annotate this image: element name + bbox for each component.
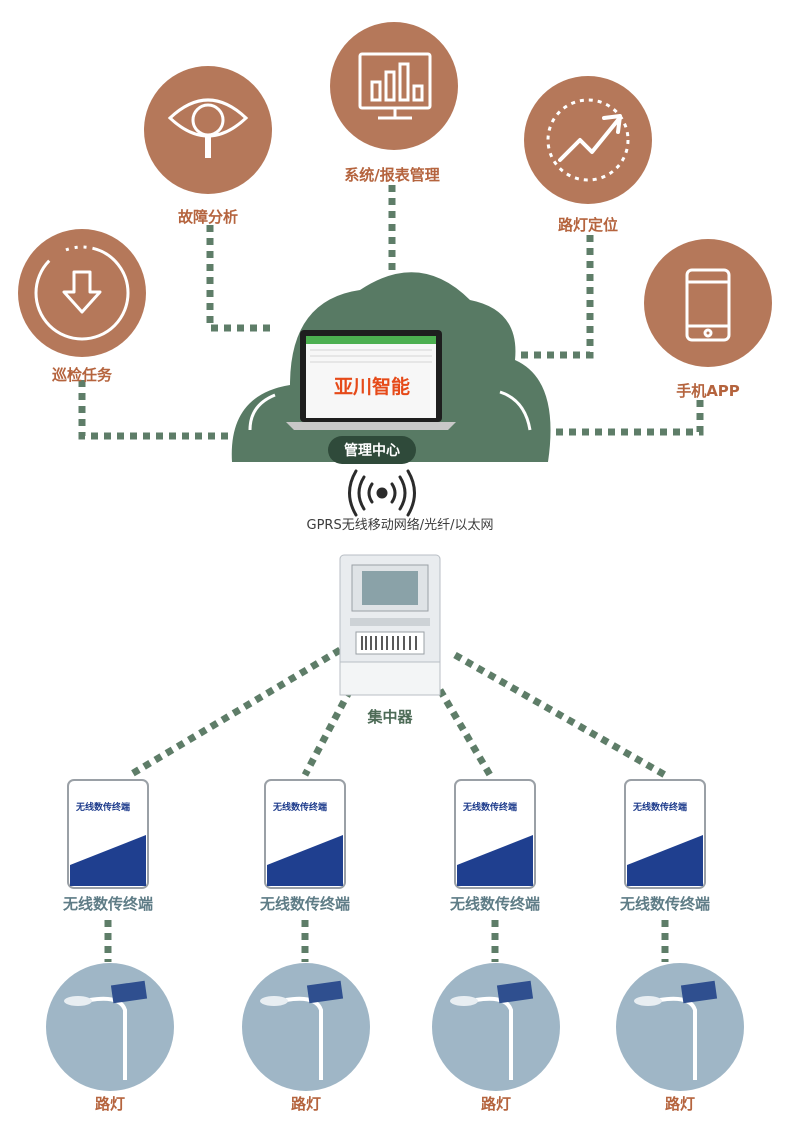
terminal-card-title-1: 无线数传终端: [76, 803, 131, 813]
label-terminal-2: 无线数传终端: [259, 895, 351, 913]
lamp-circle-4: [616, 963, 744, 1091]
label-terminal-4: 无线数传终端: [619, 895, 711, 913]
terminal-card-3: [454, 779, 536, 889]
label-concentrator: 集中器: [367, 708, 413, 726]
label-app: 手机APP: [676, 382, 740, 400]
label-terminal-1: 无线数传终端: [62, 895, 154, 913]
circle-report: [330, 22, 458, 150]
street-lamp-icon-1: [64, 980, 148, 1080]
street-lamp-icon-4: [634, 980, 718, 1080]
lamp-circle-2: [242, 963, 370, 1091]
circle-locate: [524, 76, 652, 204]
label-lamp-2: 路灯: [290, 1095, 322, 1113]
network-label: GPRS无线移动网络/光纤/以太网: [306, 518, 494, 533]
street-lamp-icon-3: [450, 980, 534, 1080]
terminal-card-4: [624, 779, 706, 889]
download-arrow-icon: [62, 270, 102, 314]
label-lamp-1: 路灯: [94, 1095, 126, 1113]
lamp-circle-1: [46, 963, 174, 1091]
brand-name: 亚川智能: [333, 376, 411, 398]
connector-terminal-3: [436, 688, 494, 777]
laptop-image: [286, 330, 456, 430]
circle-fault: [144, 66, 272, 194]
label-lamp-4: 路灯: [664, 1095, 696, 1113]
terminal-card-1: [67, 779, 149, 889]
connector-terminal-1: [128, 646, 342, 779]
terminal-card-2: [264, 779, 346, 889]
wireless-signal-icon: [348, 469, 416, 517]
connector-app: [555, 400, 704, 436]
connector-terminal-2: [301, 688, 354, 777]
terminal-card-title-3: 无线数传终端: [463, 803, 518, 813]
trend-arrow-icon: [558, 114, 622, 162]
lamp-circle-3: [432, 963, 560, 1091]
circle-app: [644, 239, 772, 367]
label-terminal-3: 无线数传终端: [449, 895, 541, 913]
label-lamp-3: 路灯: [480, 1095, 512, 1113]
connector-fault: [206, 225, 275, 332]
terminal-card-title-4: 无线数传终端: [633, 803, 688, 813]
connector-patrol: [78, 380, 240, 440]
label-fault: 故障分析: [177, 208, 239, 226]
terminal-card-title-2: 无线数传终端: [273, 803, 328, 813]
report-dashboard-icon: [358, 52, 432, 120]
circle-patrol: [18, 229, 146, 357]
connector-locate: [490, 235, 594, 359]
label-patrol: 巡检任务: [51, 366, 113, 384]
label-report: 系统/报表管理: [344, 166, 440, 184]
concentrator-image: [339, 554, 441, 696]
street-lamp-icon-2: [260, 980, 344, 1080]
label-locate: 路灯定位: [557, 216, 619, 234]
management-center-badge: 管理中心: [328, 436, 416, 464]
eye-magnifier-icon: [167, 98, 249, 138]
connector-terminal-4: [453, 651, 667, 779]
smartphone-icon: [685, 268, 731, 342]
